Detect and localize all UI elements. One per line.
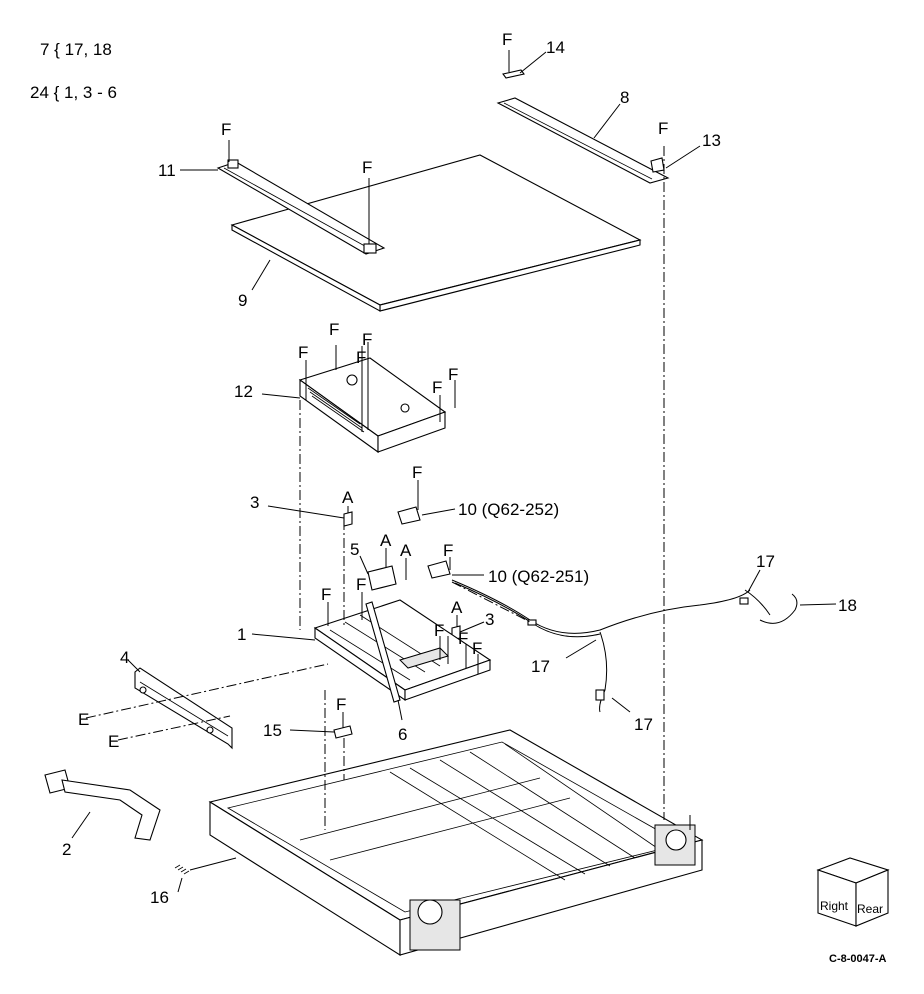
alignment-lines xyxy=(85,146,665,830)
figure-code: C-8-0047-A xyxy=(829,953,887,965)
fastener-label-f: F xyxy=(362,330,372,349)
fastener-label-f: F xyxy=(362,158,372,177)
callout-18: 18 xyxy=(838,596,857,615)
part-9-glass-plate xyxy=(230,154,642,312)
callout-11: 11 xyxy=(158,161,176,180)
fastener-label-f: F xyxy=(658,119,668,138)
part-16-spring xyxy=(174,857,237,893)
callout-6: 6 xyxy=(398,725,407,744)
part-6-rod xyxy=(365,601,403,721)
fastener-label-e: E xyxy=(108,732,119,751)
part-2-flat-cable xyxy=(44,769,161,841)
callout-10-q62-252: 10 (Q62-252) xyxy=(458,500,559,519)
part-4-side-bracket xyxy=(127,659,233,750)
fastener-label-f: F xyxy=(356,575,366,594)
callout-3-left: 3 xyxy=(250,493,259,512)
fastener-label-f: F xyxy=(458,629,468,648)
fastener-label-a: A xyxy=(342,488,354,507)
callout-13: 13 xyxy=(702,131,721,150)
fastener-label-f: F xyxy=(356,348,366,367)
part-8-strip xyxy=(496,97,670,184)
callout-14: 14 xyxy=(546,38,565,57)
part-14-bracket xyxy=(502,50,547,79)
callout-5: 5 xyxy=(350,540,359,559)
callout-1: 1 xyxy=(237,625,246,644)
callout-8: 8 xyxy=(620,88,629,107)
part-17-wire-harness xyxy=(451,569,771,713)
part-11-rail xyxy=(180,140,386,255)
part-5-sensor-bracket xyxy=(359,555,397,591)
callout-17-top: 17 xyxy=(756,552,775,571)
fastener-label-f: F xyxy=(432,378,442,397)
part-10-sensor-q62-252 xyxy=(397,480,456,525)
fastener-label-f: F xyxy=(321,585,331,604)
callout-16: 16 xyxy=(150,888,169,907)
part-3-clip-left xyxy=(267,505,353,527)
fastener-label-f: F xyxy=(412,463,422,482)
part-10-sensor-q62-251 xyxy=(427,557,484,579)
callout-15: 15 xyxy=(263,721,282,740)
orientation-rear-label: Rear xyxy=(857,902,883,916)
reference-group-24: 24 { 1, 3 - 6 xyxy=(30,83,117,102)
callout-9: 9 xyxy=(238,291,247,310)
callout-17-bottom: 17 xyxy=(634,715,653,734)
base-frame-assembly xyxy=(208,729,704,956)
fastener-label-f: F xyxy=(434,621,444,640)
fastener-label-a: A xyxy=(380,531,392,550)
callout-12: 12 xyxy=(234,382,253,401)
fastener-label-f: F xyxy=(472,639,482,658)
fastener-label-f: F xyxy=(336,695,346,714)
reference-group-7: 7 { 17, 18 xyxy=(40,40,112,59)
callout-2: 2 xyxy=(62,840,71,859)
part-12-housing xyxy=(261,342,456,454)
fastener-label-f: F xyxy=(502,30,512,49)
callout-3-right: 3 xyxy=(485,610,494,629)
part-1-carriage-frame xyxy=(251,592,492,702)
fastener-label-f: F xyxy=(298,343,308,362)
part-15-clip xyxy=(289,712,353,739)
fastener-label-f: F xyxy=(329,320,339,339)
callout-10-q62-251: 10 (Q62-251) xyxy=(488,567,589,586)
fastener-label-f: F xyxy=(448,365,458,384)
orientation-right-label: Right xyxy=(820,899,849,913)
callout-4: 4 xyxy=(120,648,129,667)
part-18-harness-end xyxy=(759,593,837,624)
orientation-cube xyxy=(816,857,890,927)
fastener-label-e: E xyxy=(78,710,89,729)
fastener-label-a: A xyxy=(400,541,412,560)
fastener-label-f: F xyxy=(443,541,453,560)
fastener-label-a: A xyxy=(451,598,463,617)
fastener-label-f: F xyxy=(221,120,231,139)
part-13-clip xyxy=(650,145,701,173)
callout-17-middle: 17 xyxy=(531,657,550,676)
